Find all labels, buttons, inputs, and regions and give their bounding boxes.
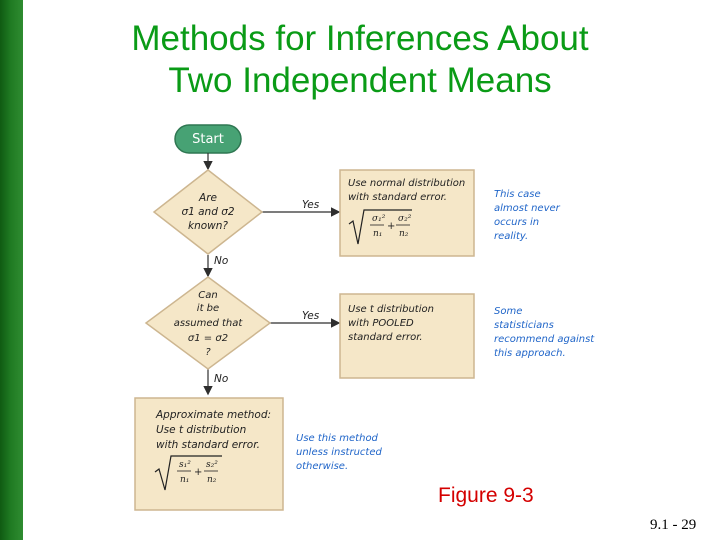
box3-line2: Use t distribution: [156, 424, 246, 436]
decision1-diamond: Are σ1 and σ2 known?: [152, 169, 264, 255]
note2-line3: recommend against: [494, 334, 595, 345]
start-label: Start: [192, 132, 224, 147]
svg-text:s₁²: s₁²: [179, 460, 191, 470]
box2-line1: Use t distribution: [348, 304, 434, 315]
note2-line2: statisticians: [494, 320, 554, 331]
no-label-1: No: [214, 255, 228, 267]
note3-line3: otherwise.: [296, 461, 348, 472]
yes-label-1: Yes: [302, 199, 320, 211]
svg-text:+: +: [387, 221, 395, 232]
box1-line2: with standard error.: [348, 192, 447, 203]
box-approximate-method: Approximate method: Use t distribution w…: [134, 397, 284, 511]
note-some-statisticians: Some statisticians recommend against thi…: [494, 306, 595, 359]
svg-text:+: +: [194, 467, 202, 478]
decision1-line2: σ1 and σ2: [181, 206, 234, 218]
page-number: 9.1 - 29: [650, 517, 697, 533]
note-never-occurs: This case almost never occurs in reality…: [494, 189, 561, 242]
note3-line2: unless instructed: [296, 447, 382, 458]
standard-error-formula-1: σ₁² n₁ + σ₂² n₂: [348, 209, 412, 245]
box-pooled-t: Use t distribution with POOLED standard …: [339, 293, 475, 379]
decision2-line1: Can: [198, 290, 217, 301]
decision1-line1: Are: [198, 192, 217, 204]
decision2-line2: it be: [197, 303, 219, 314]
box3-line3: with standard error.: [156, 439, 260, 451]
box2-line2: with POOLED: [348, 318, 414, 329]
decision1-line3: known?: [188, 220, 228, 232]
svg-text:s₂²: s₂²: [206, 460, 218, 470]
title-line-2: Two Independent Means: [168, 61, 552, 100]
decision2-line4: σ1 = σ2: [188, 333, 228, 344]
slide-title: Methods for Inferences About Two Indepen…: [30, 18, 690, 102]
note1-line4: reality.: [494, 231, 528, 242]
standard-error-formula-2: s₁² n₁ + s₂² n₂: [154, 455, 222, 491]
note2-line4: this approach.: [494, 348, 566, 359]
svg-text:n₁: n₁: [373, 229, 382, 239]
left-accent-bar: [0, 0, 23, 540]
note-use-this-method: Use this method unless instructed otherw…: [296, 433, 382, 472]
svg-text:σ₂²: σ₂²: [398, 214, 412, 224]
svg-text:n₂: n₂: [207, 475, 217, 485]
svg-text:n₂: n₂: [399, 229, 409, 239]
yes-label-2: Yes: [302, 310, 320, 322]
note1-line2: almost never: [494, 203, 561, 214]
box3-line1: Approximate method:: [155, 409, 271, 421]
box2-line3: standard error.: [348, 332, 423, 343]
figure-label: Figure 9-3: [438, 484, 534, 507]
no-label-2: No: [214, 373, 228, 385]
title-line-1: Methods for Inferences About: [131, 19, 589, 58]
decision2-diamond: Can it be assumed that σ1 = σ2 ?: [144, 276, 272, 370]
note1-line3: occurs in: [494, 217, 539, 228]
note2-line1: Some: [494, 306, 522, 317]
start-node: Start: [174, 124, 242, 154]
box-normal-distribution: Use normal distribution with standard er…: [339, 169, 475, 257]
svg-text:n₁: n₁: [180, 475, 189, 485]
decision2-line5: ?: [205, 347, 211, 358]
decision2-line3: assumed that: [174, 318, 244, 329]
note3-line1: Use this method: [296, 433, 379, 444]
svg-text:σ₁²: σ₁²: [372, 214, 386, 224]
box1-line1: Use normal distribution: [348, 178, 465, 189]
note1-line1: This case: [494, 189, 541, 200]
